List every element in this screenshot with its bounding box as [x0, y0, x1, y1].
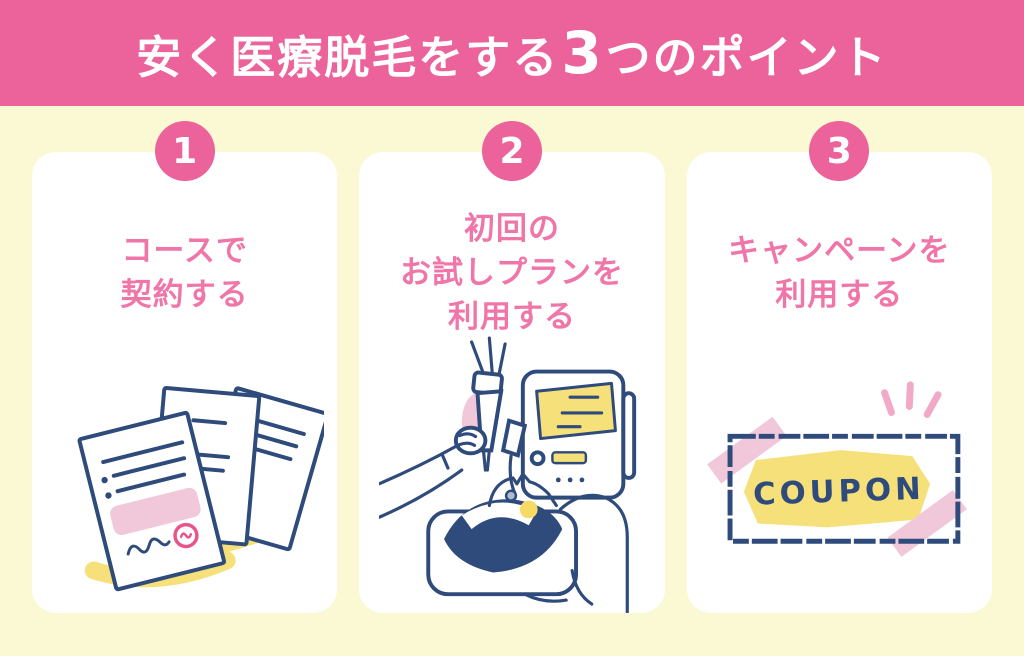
title-line: コースで [121, 232, 248, 269]
page-title-suffix: つのポイント [605, 31, 888, 84]
point-card-2: 2 初回の お試しプランを 利用する [359, 121, 665, 613]
title-line: 利用する [447, 299, 576, 335]
title-line: お試しプランを [399, 254, 624, 291]
point-card-3: 3 キャンペーンを 利用する COUPON [686, 121, 992, 613]
paper-front [77, 410, 226, 592]
laser-treatment-illustration [378, 336, 637, 613]
point-1-title: コースで 契約する [32, 198, 337, 348]
coupon-label: COUPON [753, 472, 926, 513]
point-3-title: キャンペーンを 利用する [687, 198, 992, 348]
point-card-1: 1 コースで 契約する [32, 121, 338, 613]
point-2-number-badge: 2 [481, 121, 542, 181]
sparkle-icon [881, 389, 896, 416]
laser-machine [500, 369, 637, 500]
sparkle-icon [923, 391, 942, 418]
patient-head [426, 472, 629, 613]
title-line: 契約する [120, 277, 249, 313]
practitioner-hand [378, 425, 488, 519]
page-title-prefix: 安く医療脱毛をする [136, 31, 560, 84]
page-title-number: 3 [561, 19, 604, 87]
contract-documents-illustration [77, 386, 324, 592]
title-line: 初回の [463, 210, 560, 247]
point-2-title: 初回の お試しプランを 利用する [359, 198, 664, 348]
point-1-number-badge: 1 [154, 121, 215, 181]
points-row: 1 コースで 契約する [32, 121, 992, 613]
point-3-number-badge: 3 [809, 121, 870, 181]
title-line: キャンペーンを [728, 232, 951, 269]
coupon-illustration: COUPON [707, 381, 968, 557]
title-line: 利用する [775, 277, 904, 313]
sparkle-icon [906, 381, 915, 411]
